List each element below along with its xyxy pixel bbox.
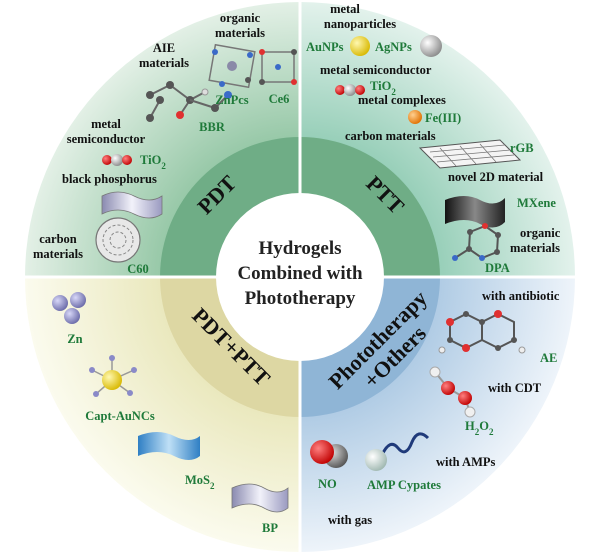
pdt-aie-molecule-icon [146,81,209,122]
others-with-antibiotic-label: with antibiotic [482,289,560,303]
pdt-znpcs-label: ZnPcs [215,93,248,107]
pdt-organic-materials-line1: organic [220,11,261,25]
pdtptt-bp-label: BP [262,521,278,535]
center-circle [216,193,384,361]
others-ae-molecule-icon [438,310,526,354]
pdtptt-capt-auncs-icon [89,355,137,397]
ptt-metal-complexes-label: metal complexes [358,93,446,107]
ptt-organic-materials-line2: materials [510,241,560,255]
ptt-novel-2d-material-label: novel 2D material [448,170,544,184]
pdt-carbon-materials-line2: materials [33,247,83,261]
ptt-ag-nanoparticle-icon [420,35,442,57]
pdtptt-zn-cluster-icon [52,292,86,324]
ptt-rgb-label: rGB [510,141,534,155]
others-h2o2-label: H2O2 [465,419,494,437]
ptt-carbon-materials-label: carbon materials [345,129,436,143]
center-title-line1: Hydrogels [258,238,341,259]
others-no-molecule-icon [310,440,348,468]
pdtptt-bp-sheet-icon [231,483,289,513]
ptt-tio2-molecule-icon [335,84,365,96]
ptt-fe3-label: Fe(III) [425,111,461,125]
pdt-aie-materials-line1: AIE [153,41,175,55]
pdt-tio2-molecule-icon [102,154,132,166]
others-with-gas-label: with gas [328,513,372,527]
ptt-graphene-sheet-icon [418,139,522,169]
ptt-metal-semiconductor-label: metal semiconductor [320,63,432,77]
pdtptt-capt-auncs-label: Capt-AuNCs [85,409,155,423]
pdt-bbr-label: BBR [199,120,226,134]
ptt-dpa-molecule-icon [452,223,501,261]
pdt-sheet-icon [101,191,163,219]
ptt-metal-nanoparticles-line2: nanoparticles [324,17,396,31]
pdt-ce6-molecule-icon [259,49,297,85]
pdt-znpcs-molecule-icon [208,43,256,89]
pdt-c60-fullerene-icon [95,217,141,263]
others-with-cdt-label: with CDT [488,381,542,395]
others-amp-cypates-icon [365,432,430,471]
ptt-metal-nanoparticles-line1: metal [330,2,360,16]
ptt-fe-complex-icon [408,110,422,124]
pdt-tio2-label: TiO2 [140,153,166,171]
ptt-dpa-label: DPA [485,261,510,275]
ptt-agnps-label: AgNPs [375,40,412,54]
others-ae-label: AE [540,351,557,365]
ptt-organic-materials-line1: organic [520,226,561,240]
pdt-metal-semiconductor-line1: metal [91,117,121,131]
pdt-ce6-label: Ce6 [269,92,290,106]
ptt-au-nanoparticle-icon [350,36,370,56]
ptt-mxene-sheet-icon [445,196,505,228]
pdt-metal-semiconductor-line2: semiconductor [67,132,146,146]
center-title-line2: Combined with [237,263,363,284]
pdtptt-mos2-sheet-icon [138,432,200,460]
center-title-line3: Phototherapy [245,288,356,309]
others-h2o2-molecule-icon [429,366,476,418]
pdtptt-zn-label: Zn [67,332,82,346]
ptt-aunps-label: AuNPs [306,40,344,54]
pdt-black-phosphorus-label: black phosphorus [62,172,157,186]
ptt-tio2-label: TiO2 [370,79,396,97]
pdtptt-mos2-label: MoS2 [185,473,215,491]
others-no-label: NO [318,477,337,491]
pdt-carbon-materials-line1: carbon [39,232,77,246]
others-with-amps-label: with AMPs [436,455,496,469]
pdt-c60-label: C60 [127,262,149,276]
pdt-bbr-molecule-icon [189,91,232,112]
pdt-organic-materials-line2: materials [215,26,265,40]
others-amp-cypates-label: AMP Cypates [367,478,441,492]
pdt-aie-materials-line2: materials [139,56,189,70]
ptt-mxene-label: MXene [517,196,556,210]
